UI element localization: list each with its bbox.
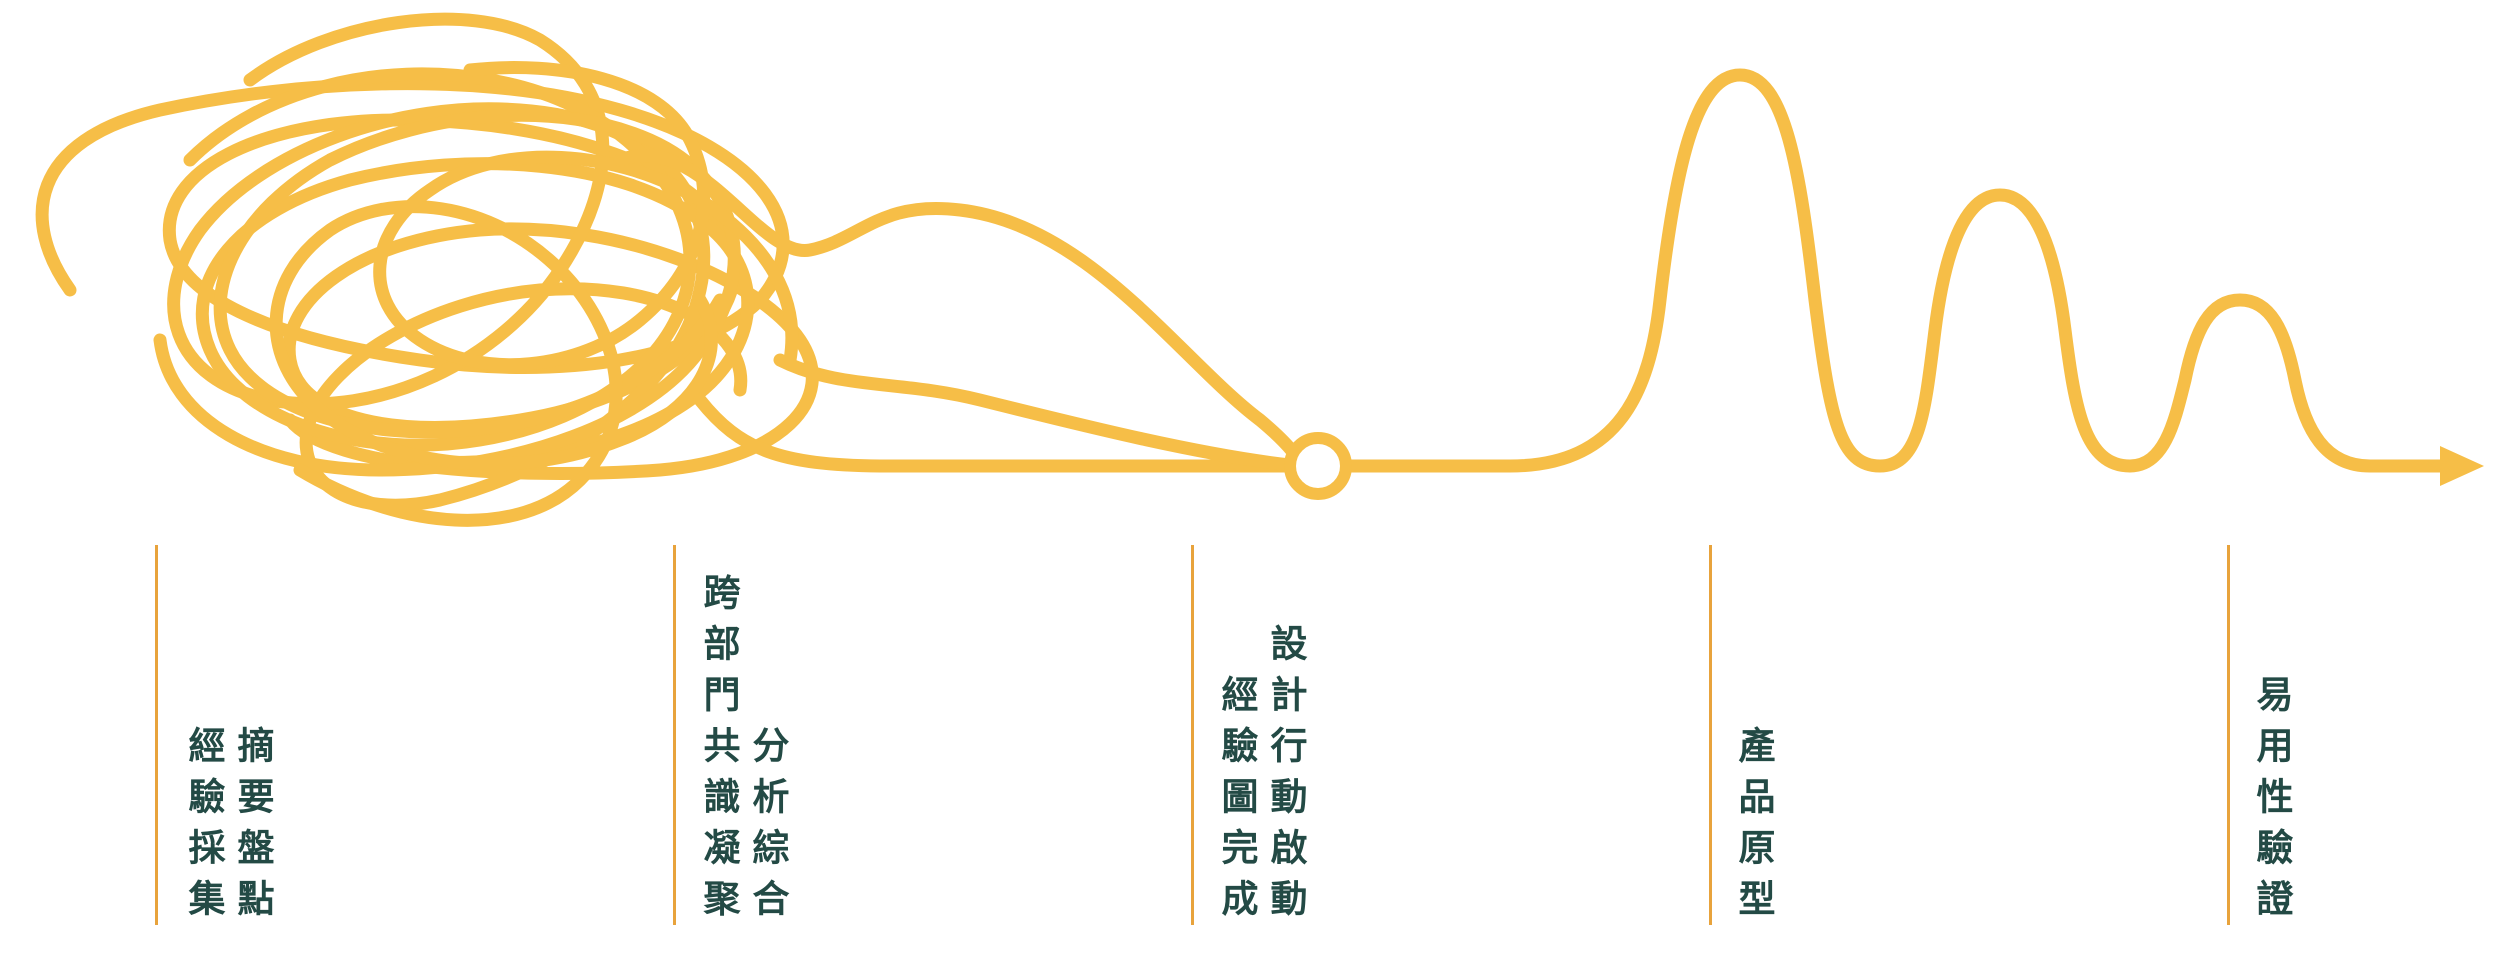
phase-label-text: 跨部門共識凝聚: [700, 573, 737, 930]
prototype-iteration-waves: [1350, 75, 2440, 466]
phase-label-group-5: 易用性驗證: [2253, 675, 2290, 930]
phase-label-group-4: 產品原型: [1735, 726, 1772, 930]
circle-milestone-icon: [1290, 438, 1346, 494]
phase-divider-line: [155, 545, 158, 925]
phase-label-text: 分析綜合: [749, 726, 786, 930]
phase-divider-line: [673, 545, 676, 925]
phase-label-group-3: 經驗圖完成設計行動啟動: [1218, 624, 1304, 930]
phase-label-group-2: 跨部門共識凝聚分析綜合: [700, 573, 786, 930]
phase-label-text: 設計行動啟動: [1267, 624, 1304, 930]
phase-label-text: 經驗採集: [185, 726, 222, 930]
phase-label-text: 摘要盤點: [234, 726, 271, 930]
phase-divider-line: [2227, 545, 2230, 925]
phase-label-group-1: 經驗採集摘要盤點: [185, 726, 271, 930]
phase-divider-line: [1191, 545, 1194, 925]
phase-label-text: 易用性驗證: [2253, 675, 2290, 930]
phase-divider-line: [1709, 545, 1712, 925]
phase-label-text: 產品原型: [1735, 726, 1772, 930]
arrow-right-icon: [2440, 446, 2484, 486]
phase-label-text: 經驗圖完成: [1218, 675, 1255, 930]
